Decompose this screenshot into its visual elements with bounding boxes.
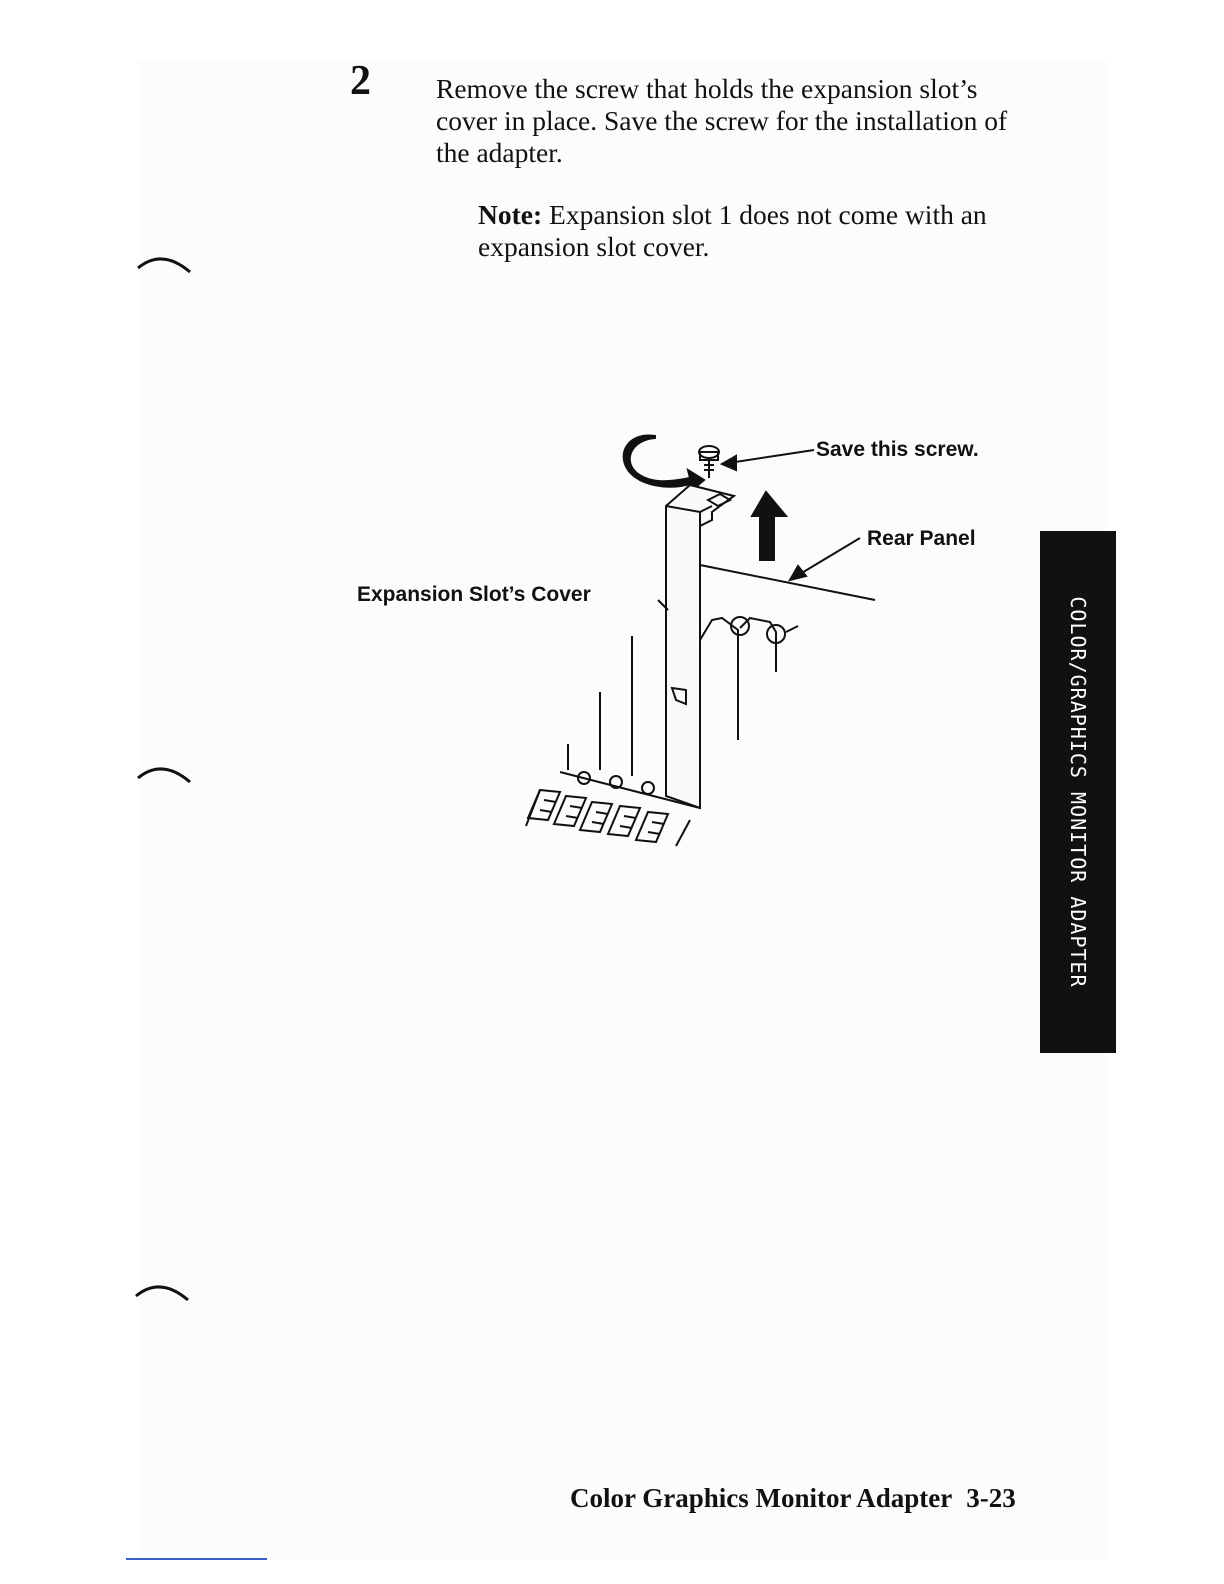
- note-text: Expansion slot 1 does not come with an e…: [478, 199, 987, 262]
- slot-cover-label: Expansion Slot’s Cover: [357, 583, 591, 606]
- footer-title: Color Graphics Monitor Adapter: [570, 1483, 953, 1513]
- rear-panel-arrowhead: [787, 564, 808, 582]
- step-number: 2: [350, 58, 371, 104]
- save-screw-arrowhead: [719, 454, 737, 472]
- slot-connectors: [525, 788, 691, 847]
- save-screw-leader: [721, 449, 815, 465]
- rear-panel-label: Rear Panel: [867, 527, 976, 550]
- screw-icon: [698, 445, 720, 478]
- page-background: [138, 60, 1108, 1560]
- bottom-rule: [126, 1558, 267, 1560]
- side-tab: [1040, 531, 1116, 1053]
- binder-hole-mark: [137, 767, 191, 784]
- slot-cover-illustration: [525, 434, 876, 847]
- page-footer: Color Graphics Monitor Adapter 3-23: [570, 1483, 1016, 1514]
- step-instruction: Remove the screw that holds the expansio…: [436, 73, 1008, 168]
- note-block: Note: Expansion slot 1 does not come wit…: [478, 199, 1038, 263]
- rotate-arrow-icon: [622, 434, 706, 495]
- note-label: Note:: [478, 199, 543, 230]
- lift-up-arrow-icon: [750, 490, 789, 561]
- binder-hole-mark: [135, 1285, 189, 1302]
- rear-panel-edge: [699, 564, 876, 601]
- page-number: 3-23: [966, 1483, 1016, 1513]
- save-screw-label: Save this screw.: [816, 438, 979, 461]
- binder-hole-mark: [137, 257, 191, 274]
- side-tab-label: COLOR/GRAPHICS MONITOR ADAPTER: [1066, 596, 1090, 988]
